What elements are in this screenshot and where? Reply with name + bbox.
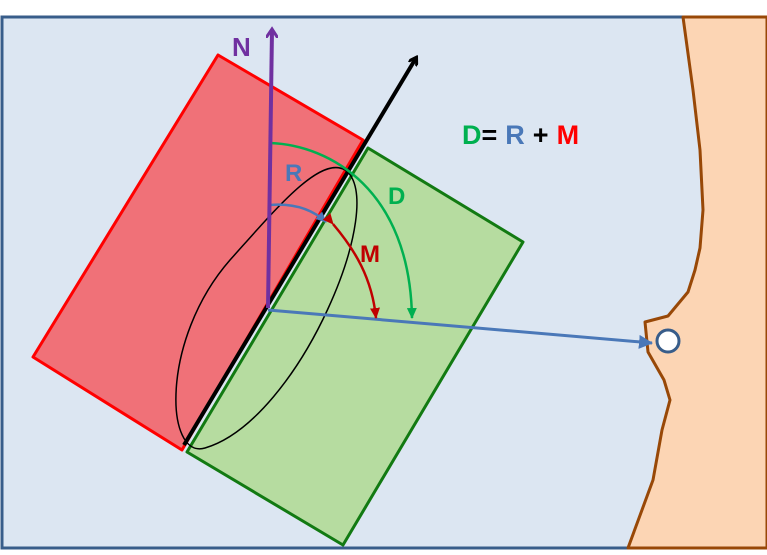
equation-term1: R [505, 120, 525, 150]
target-point [655, 328, 681, 354]
equation-plus: + [533, 120, 549, 150]
d-label: D [388, 183, 405, 210]
antenna-axis-arrow [182, 58, 416, 447]
d-angle-arc [269, 141, 417, 319]
equation-term2: M [557, 120, 580, 150]
equation-lhs: D [462, 120, 482, 150]
north-label: N [232, 32, 251, 62]
r-label: R [285, 160, 302, 187]
north-arrow [268, 30, 272, 309]
r-angle-arc [269, 203, 327, 223]
equation: D=R + M [462, 120, 579, 150]
equation-eq: = [482, 120, 498, 150]
red-panel [31, 53, 365, 452]
m-label: M [360, 241, 380, 268]
m-angle-arc [322, 213, 380, 319]
green-panel [185, 146, 525, 547]
